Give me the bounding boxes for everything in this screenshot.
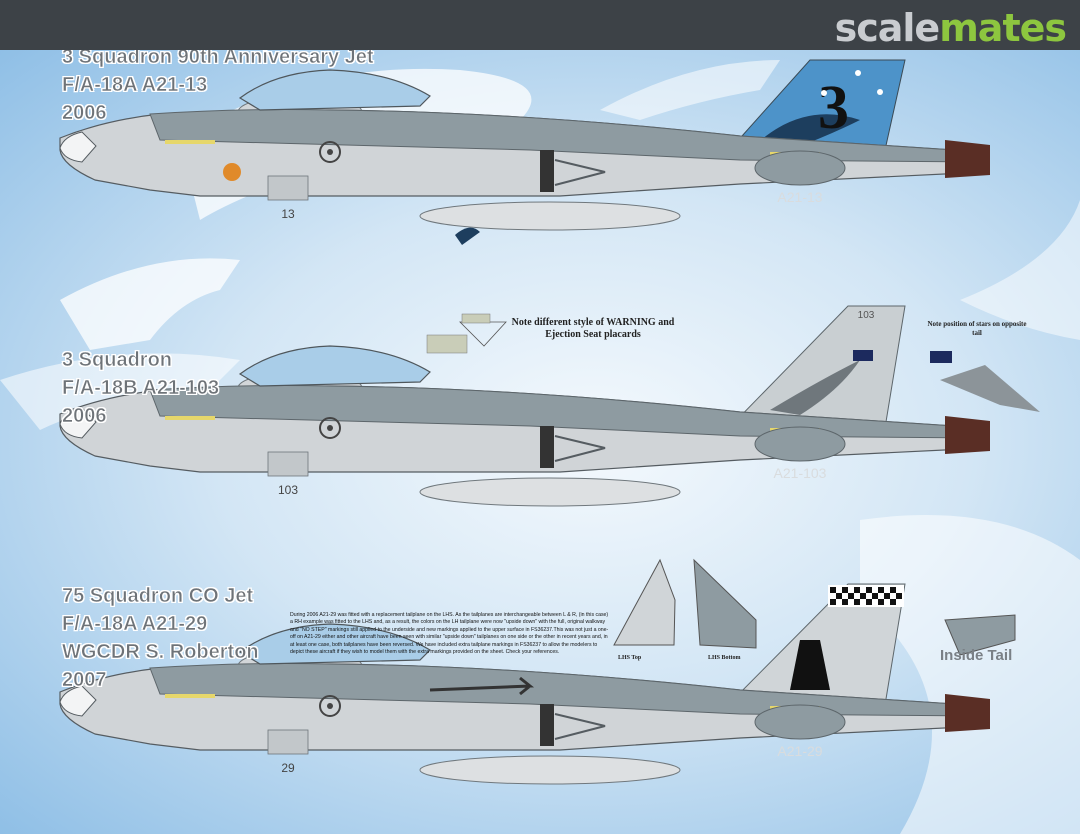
title-a21-103: 3 Squadron F/A-18B A21-103 2006 (62, 349, 220, 428)
header-bar: scalemates (0, 0, 1080, 50)
artwork: 3 (0, 59, 1080, 834)
svg-text:3: 3 (818, 74, 849, 142)
tailplane-note: During 2006 A21-29 was fitted with a rep… (290, 612, 609, 656)
scalemates-logo[interactable]: scalemates (834, 6, 1067, 50)
decal-sheet-image: 3 (0, 50, 1080, 834)
jet-a21-103 (59, 305, 1040, 507)
title-a21-13: 3 Squadron 90th Anniversary Jet F/A-18A … (62, 50, 374, 124)
lhs-top-label: LHS Top (618, 655, 642, 661)
stars-note: Note position of stars on opposite tail (927, 320, 1027, 337)
jet-a21-13: 3 (59, 59, 991, 245)
placard-note: Note different style of WARNING and Ejec… (511, 317, 675, 340)
inside-tail-label: Inside Tail (940, 647, 1013, 664)
lhs-bottom-label: LHS Bottom (708, 655, 741, 661)
title-a21-29: 75 Squadron CO Jet F/A-18A A21-29 WGCDR … (62, 585, 259, 692)
jet-a21-29 (59, 558, 1016, 785)
